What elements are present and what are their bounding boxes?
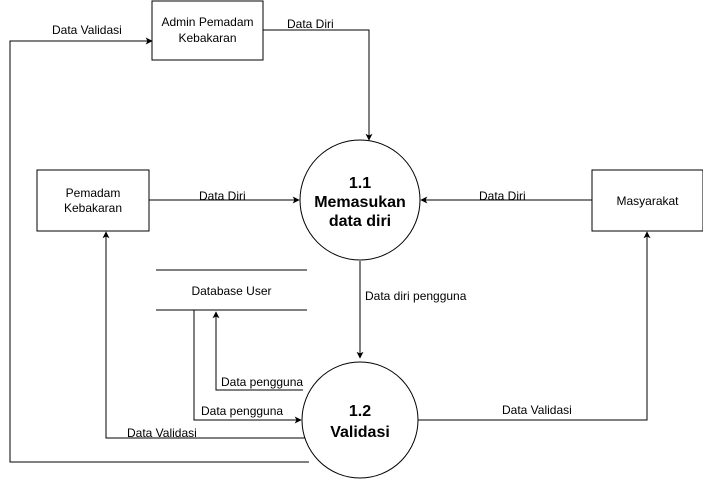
- process-1-2-number: 1.2: [349, 403, 371, 420]
- datastore-database-user: Database User: [156, 269, 307, 311]
- flow-label-p12-to-db: Data pengguna: [221, 375, 303, 389]
- flow-p12-to-masyarakat: [418, 231, 651, 421]
- flow-label-p12-to-pemadam: Data Validasi: [127, 426, 197, 440]
- entity-admin-label-line1: Admin Pemadam: [161, 15, 253, 29]
- entity-masyarakat: Masyarakat: [591, 169, 703, 232]
- entity-pemadam-label-line2: Kebakaran: [64, 201, 122, 215]
- flow-label-db-to-p12: Data pengguna: [201, 404, 283, 418]
- process-1-1-memasukan-data-diri: 1.1 Memasukan data diri: [299, 139, 421, 261]
- flow-label-pemadam-to-p11: Data Diri: [199, 189, 246, 203]
- flow-label-masyarakat-to-p11: Data Diri: [479, 189, 526, 203]
- entity-pemadam-label-line1: Pemadam: [66, 186, 121, 200]
- entity-admin-label-line2: Kebakaran: [178, 31, 236, 45]
- datastore-label: Database User: [191, 284, 271, 298]
- flow-label-p12-to-masyarakat: Data Validasi: [502, 403, 572, 417]
- process-1-1-label-line1: Memasukan: [314, 194, 406, 211]
- flow-p12-to-admin: [9, 37, 309, 463]
- flow-db-to-p12: [193, 310, 302, 424]
- flow-label-p12-to-admin: Data Validasi: [52, 23, 122, 37]
- flow-label-p11-to-p12: Data diri pengguna: [365, 289, 467, 303]
- entity-admin-pemadam-kebakaran: Admin Pemadam Kebakaran: [151, 0, 264, 61]
- process-1-2-label: Validasi: [330, 424, 390, 441]
- flow-p12-to-pemadam: [102, 231, 305, 439]
- flow-p12-to-db: [212, 311, 303, 391]
- flow-admin-to-p11: [263, 29, 373, 141]
- flow-label-admin-to-p11: Data Diri: [287, 17, 334, 31]
- entity-pemadam-kebakaran: Pemadam Kebakaran: [36, 169, 150, 232]
- process-1-2-validasi: 1.2 Validasi: [301, 361, 419, 479]
- entity-masyarakat-label: Masyarakat: [616, 194, 679, 208]
- process-1-1-label-line2: data diri: [329, 213, 391, 230]
- process-1-1-number: 1.1: [349, 175, 371, 192]
